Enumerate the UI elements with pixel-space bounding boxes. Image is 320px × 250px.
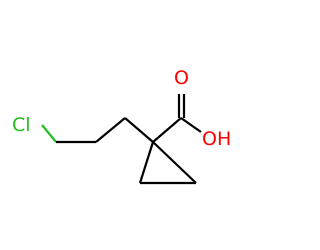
bond-quaternary-carboxyl-carbon xyxy=(152,117,182,143)
bond-ch2-ch2 xyxy=(95,117,126,143)
carbonyl-oxygen-label: O xyxy=(174,67,189,89)
bond-ch2-quaternary-carbon xyxy=(124,117,154,143)
hydroxyl-label: OH xyxy=(202,128,231,150)
molecule-structure: Cl O OH xyxy=(12,67,231,185)
chlorine-atom-label: Cl xyxy=(12,114,31,136)
cyclopropane-bond-left xyxy=(138,141,155,184)
bond-cl-ch2-cl-half xyxy=(41,124,57,143)
bond-carboxyl-hydroxyl xyxy=(180,117,202,133)
cyclopropane-bond-right xyxy=(152,141,197,184)
